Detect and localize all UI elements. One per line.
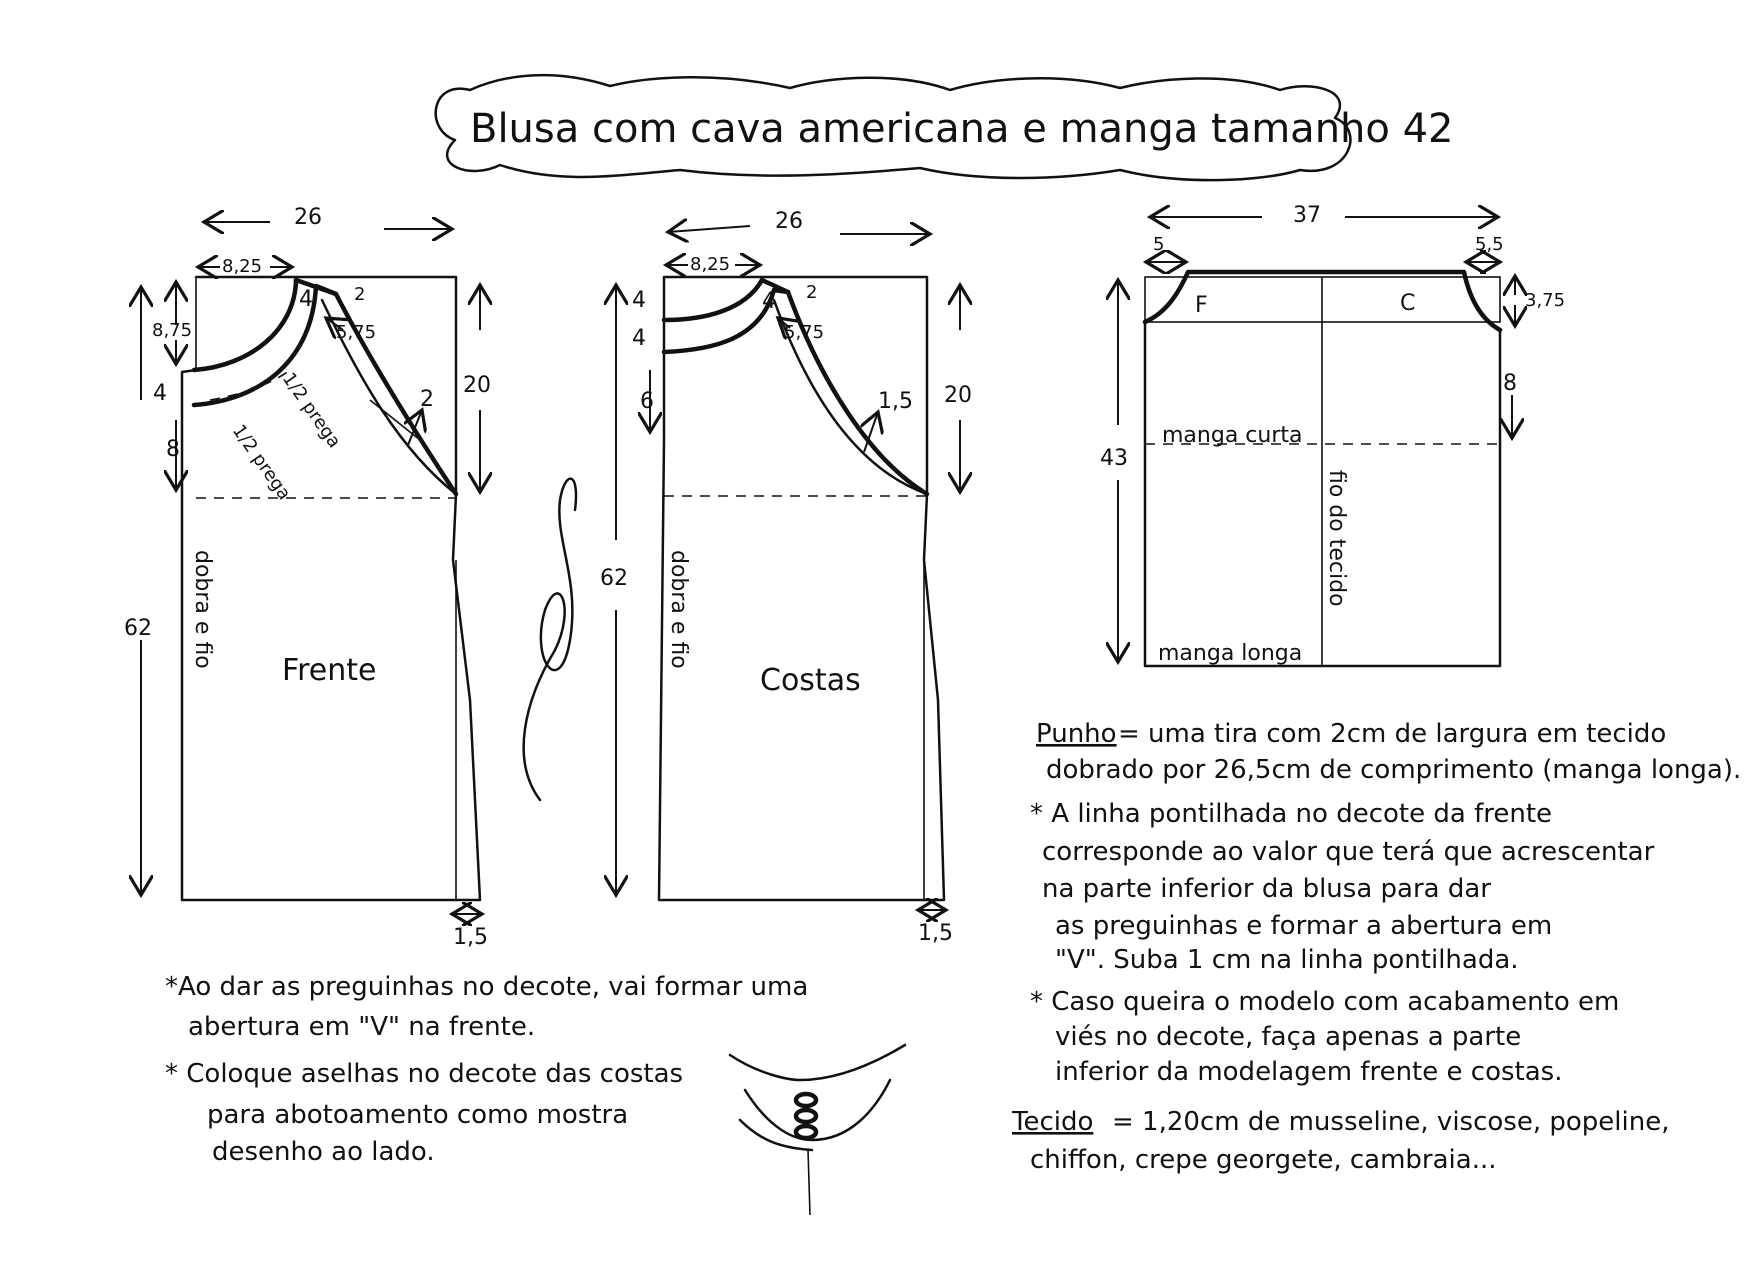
- back-fold-label: dobra e fio: [666, 550, 691, 669]
- sleeve-back-mark: C: [1400, 291, 1415, 316]
- note-left-line: *Ao dar as preguinhas no decote, vai for…: [165, 972, 808, 1002]
- back-pattern: [657, 275, 946, 902]
- sleeve-short-depth-label: 8: [1503, 371, 1517, 396]
- front-pleat-label-2: 1/2 prega: [278, 369, 345, 452]
- back-label: Costas: [760, 663, 861, 698]
- note-left-line: abertura em "V" na frente.: [188, 1012, 535, 1042]
- front-armhole-depth-label: 20: [463, 373, 491, 398]
- back-shoulder-a-label: 4: [762, 289, 776, 314]
- front-shoulder-b-label: 2: [354, 284, 365, 305]
- note-right-line: na parte inferior da blusa para dar: [1042, 874, 1491, 904]
- front-shoulder-c-label: 5,75: [336, 322, 376, 343]
- front-fold-label: dobra e fio: [190, 550, 215, 669]
- front-hem-ext-label: 1,5: [453, 925, 488, 950]
- note-right-line: * A linha pontilhada no decote da frente: [1030, 799, 1552, 829]
- note-right-line: viés no decote, faça apenas a parte: [1055, 1022, 1521, 1052]
- back-top-a-label: 4: [632, 288, 646, 313]
- note-right-line: corresponde ao valor que terá que acresc…: [1042, 837, 1655, 867]
- sleeve-right-inset-label: 5,5: [1475, 234, 1504, 255]
- front-curve-offset-label: 2: [420, 387, 434, 412]
- notes-left: *Ao dar as preguinhas no decote, vai for…: [165, 972, 808, 1167]
- front-band-label: 4: [153, 381, 167, 406]
- back-top-b-label: 4: [632, 326, 646, 351]
- note-left-line: para abotoamento como mostra: [207, 1100, 628, 1130]
- back-curve-offset-label: 1,5: [878, 389, 913, 414]
- sleeve-width-label: 37: [1293, 203, 1321, 228]
- fabric-line: = 1,20cm de musseline, viscose, popeline…: [1112, 1107, 1669, 1137]
- note-right-line: as preguinhas e formar a abertura em: [1055, 911, 1552, 941]
- note-right-line: dobrado por 26,5cm de comprimento (manga…: [1046, 755, 1741, 785]
- note-right-line: * Caso queira o modelo com acabamento em: [1030, 987, 1619, 1017]
- front-length-label: 62: [124, 616, 152, 641]
- back-below-band-label: 6: [640, 389, 654, 414]
- cuff-label: Punho: [1036, 719, 1117, 749]
- back-neck-width-label: 8,25: [690, 254, 730, 275]
- sleeve-front-mark: F: [1195, 293, 1208, 318]
- sleeve-short-label: manga curta: [1162, 423, 1303, 448]
- note-left-line: desenho ao lado.: [212, 1137, 435, 1167]
- front-label: Frente: [282, 653, 376, 688]
- note-right-line: inferior da modelagem frente e costas.: [1055, 1057, 1562, 1087]
- front-pattern: [180, 275, 482, 902]
- sleeve-pattern: [1142, 269, 1503, 668]
- back-length-label: 62: [600, 566, 628, 591]
- back-shoulder-c-label: 5,75: [784, 322, 824, 343]
- back-width-label: 26: [775, 209, 803, 234]
- sleeve-length-label: 43: [1100, 446, 1128, 471]
- note-right-line: "V". Suba 1 cm na linha pontilhada.: [1055, 945, 1519, 975]
- back-armhole-depth-label: 20: [944, 383, 972, 408]
- sleeve-left-inset-label: 5: [1153, 234, 1164, 255]
- sleeve-long-label: manga longa: [1158, 641, 1302, 666]
- back-hem-ext-label: 1,5: [918, 921, 953, 946]
- note-left-line: * Coloque aselhas no decote das costas: [165, 1059, 683, 1089]
- front-neck-width-label: 8,25: [222, 256, 262, 277]
- sleeve-grain-label: fio do tecido: [1324, 470, 1349, 607]
- front-width-label: 26: [294, 205, 322, 230]
- sleeve-cap-depth-label: 3,75: [1525, 290, 1565, 311]
- front-pleat-label-1: 1/2 prega: [228, 421, 295, 504]
- signature-scribble: [522, 477, 578, 802]
- front-neck-depth-label: 8,75: [152, 320, 192, 341]
- fabric-line: chiffon, crepe georgete, cambraia...: [1030, 1145, 1497, 1175]
- front-below-band-label: 8: [166, 437, 180, 462]
- notes-right: Punho = uma tira com 2cm de largura em t…: [1011, 719, 1741, 1175]
- front-shoulder-a-label: 4: [299, 287, 313, 312]
- note-right-line: = uma tira com 2cm de largura em tecido: [1118, 719, 1666, 749]
- title-cloud: [434, 73, 1352, 182]
- fabric-label: Tecido: [1011, 1107, 1093, 1137]
- page-title: Blusa com cava americana e manga tamanho…: [470, 106, 1453, 152]
- neckline-detail-sketch: [728, 1043, 907, 1216]
- back-shoulder-b-label: 2: [806, 282, 817, 303]
